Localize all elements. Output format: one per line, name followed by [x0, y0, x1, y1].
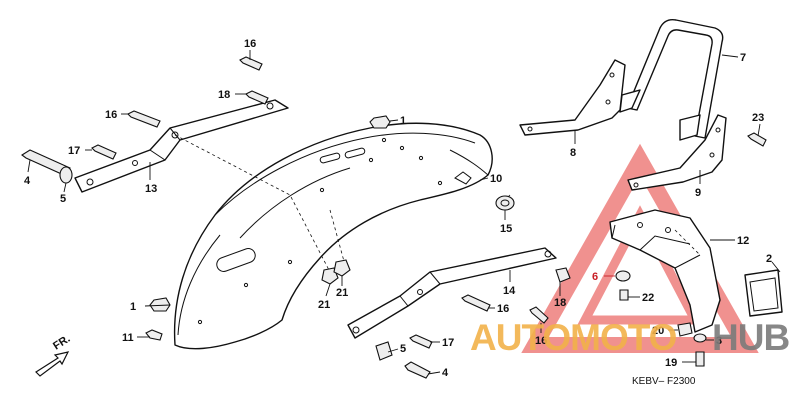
- callout-17-lower: 17: [442, 337, 454, 349]
- callout-12: 12: [737, 235, 749, 247]
- watermark-part1: AUTOMOTO: [470, 317, 677, 358]
- callout-8: 8: [570, 147, 576, 159]
- callout-4-upper: 4: [24, 175, 31, 187]
- callout-1-lower: 1: [130, 301, 136, 313]
- callout-4-lower: 4: [442, 367, 449, 379]
- callout-21-right: 21: [336, 287, 348, 299]
- callout-16-left: 16: [105, 109, 117, 121]
- callout-18-upper: 18: [218, 89, 230, 101]
- callout-21-left: 21: [318, 299, 330, 311]
- callout-5-upper: 5: [60, 193, 66, 205]
- callout-16-bottom: 16: [535, 335, 547, 347]
- right-grab-rail: [347, 247, 557, 339]
- callout-17-upper: 17: [68, 145, 80, 157]
- direction-arrow-icon: [35, 351, 70, 377]
- callout-20: 20: [652, 325, 664, 337]
- callout-16-mid: 16: [497, 303, 509, 315]
- callout-19: 19: [665, 357, 677, 369]
- callout-6: 6: [592, 271, 598, 283]
- left-backrest-stay: [519, 59, 626, 136]
- callout-22: 22: [642, 292, 654, 304]
- callout-15: 15: [500, 223, 512, 235]
- callout-7: 7: [740, 52, 746, 64]
- diagram-code: KEBV– F2300: [632, 376, 696, 387]
- front-direction-arrow: FR.: [35, 333, 73, 377]
- callout-11: 11: [122, 332, 134, 344]
- license-bracket: [609, 209, 721, 333]
- callout-16-top: 16: [244, 38, 256, 50]
- rear-fender: [173, 122, 493, 350]
- callout-9: 9: [695, 187, 701, 199]
- direction-label: FR.: [51, 333, 72, 353]
- watermark-text: AUTOMOTO HUB: [470, 317, 790, 358]
- callout-10: 10: [490, 173, 502, 185]
- callout-3: 3: [716, 335, 722, 347]
- callout-labels: 1 1 2 3 4 4 5 5 6 7 8 9 10 11 12 13 14 1…: [24, 38, 772, 379]
- right-backrest-stay: [627, 114, 727, 191]
- callout-5-lower: 5: [400, 343, 406, 355]
- backrest-pipe: [619, 18, 724, 141]
- watermark-part2: HUB: [712, 317, 789, 358]
- reflector: [744, 269, 783, 317]
- callout-1-upper: 1: [400, 115, 406, 127]
- leader-lines: [27, 50, 781, 375]
- callout-14: 14: [503, 285, 516, 297]
- callout-2: 2: [766, 253, 772, 265]
- left-grab-rail: [74, 99, 289, 193]
- callout-23: 23: [752, 112, 764, 124]
- callout-13: 13: [145, 183, 157, 195]
- callout-18-lower: 18: [554, 297, 566, 309]
